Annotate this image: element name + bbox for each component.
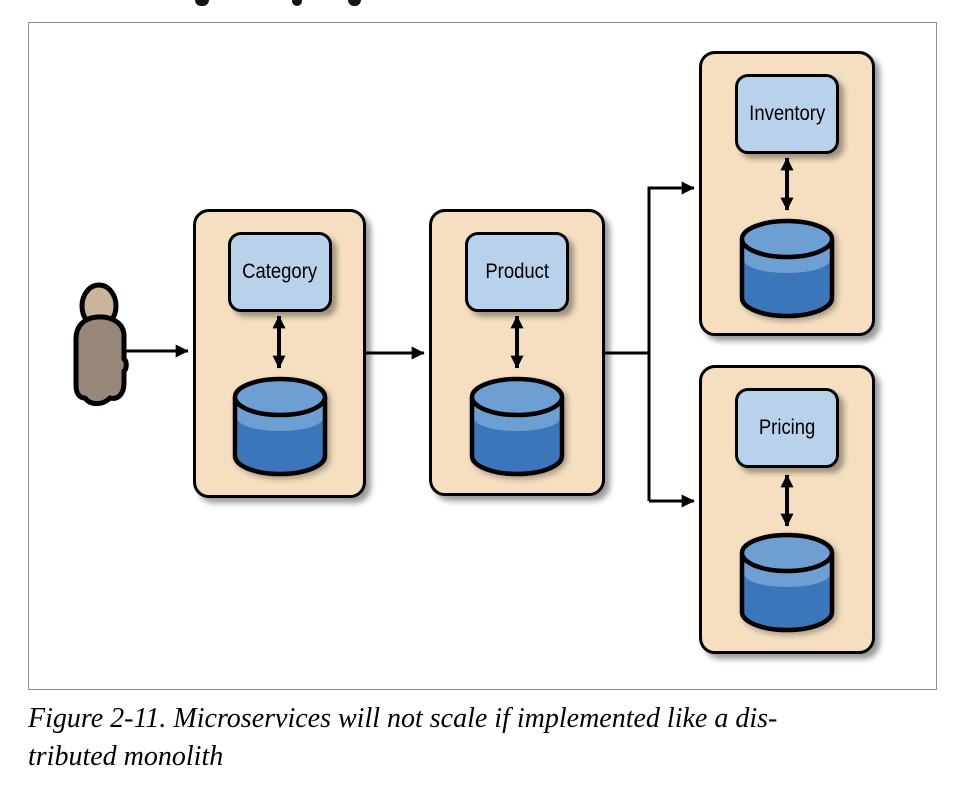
figure-caption: Figure 2-11. Microservices will not scal… — [28, 700, 948, 776]
service-box-product: Product — [465, 232, 569, 312]
service-box-category: Category — [227, 232, 332, 312]
database-icon-product — [469, 376, 565, 477]
service-label-product: Product — [485, 260, 549, 283]
database-icon-inventory — [739, 218, 835, 319]
figure-caption-line2: tributed monolith — [28, 741, 224, 772]
service-container-inventory: Inventory — [699, 51, 875, 336]
service-label-category: Category — [242, 260, 317, 283]
database-icon-category — [232, 376, 327, 477]
service-box-inventory: Inventory — [735, 74, 839, 154]
service-container-pricing: Pricing — [699, 365, 875, 654]
user-icon — [73, 282, 129, 407]
service-label-pricing: Pricing — [758, 416, 816, 439]
figure-caption-line1: Figure 2-11. Microservices will not scal… — [28, 703, 778, 734]
cropped-text-remnant — [292, 0, 302, 6]
service-container-product: Product — [429, 209, 605, 496]
database-icon-pricing — [739, 532, 835, 633]
service-container-category: Category — [193, 209, 366, 498]
figure-frame: Category Product Invento — [28, 22, 937, 690]
cropped-text-remnant — [195, 0, 209, 6]
arrow-branch-to-inventory — [647, 181, 695, 501]
service-box-pricing: Pricing — [735, 388, 839, 468]
cropped-text-remnant — [348, 0, 361, 6]
service-label-inventory: Inventory — [748, 102, 826, 125]
